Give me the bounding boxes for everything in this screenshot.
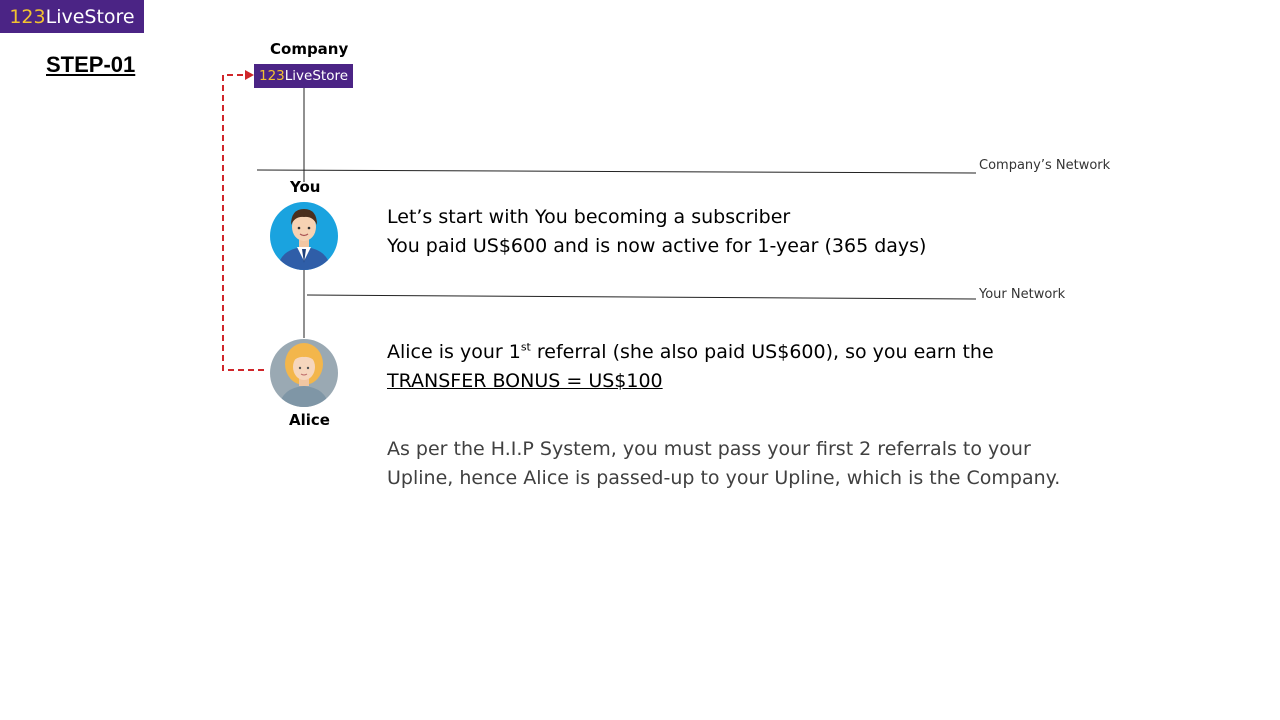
ordinal-suffix: st	[520, 340, 531, 354]
brand-logo-number: 123	[9, 5, 46, 28]
alice-description-line1: Alice is your 1st referral (she also pai…	[387, 340, 994, 363]
transfer-bonus-text: TRANSFER BONUS = US$100	[387, 370, 663, 392]
step-title: STEP-01	[46, 52, 136, 77]
pass-up-arrow-line	[222, 74, 264, 371]
you-description: Let’s start with You becoming a subscrib…	[387, 203, 926, 261]
company-network-divider	[256, 169, 977, 174]
company-network-label: Company’s Network	[979, 158, 1111, 173]
company-label: Company	[270, 40, 349, 58]
company-logo-number: 123	[258, 68, 285, 84]
company-logo-name: LiveStore	[284, 68, 349, 84]
your-network-label: Your Network	[979, 287, 1066, 302]
alice-label: Alice	[289, 411, 330, 429]
your-network-divider	[306, 294, 977, 300]
hip-explanation: As per the H.I.P System, you must pass y…	[387, 435, 1060, 493]
hip-explanation-line1: As per the H.I.P System, you must pass y…	[387, 438, 1031, 460]
alice-description: Alice is your 1st referral (she also pai…	[387, 338, 994, 396]
you-description-line1: Let’s start with You becoming a subscrib…	[387, 206, 791, 228]
you-avatar-icon	[270, 202, 338, 270]
hip-explanation-line2: Upline, hence Alice is passed-up to your…	[387, 467, 1061, 489]
brand-logo-name: LiveStore	[45, 5, 135, 28]
pass-up-arrowhead	[245, 70, 254, 80]
you-description-line2: You paid US$600 and is now active for 1-…	[387, 235, 927, 257]
alice-avatar-icon	[270, 339, 338, 407]
you-label: You	[290, 178, 321, 196]
